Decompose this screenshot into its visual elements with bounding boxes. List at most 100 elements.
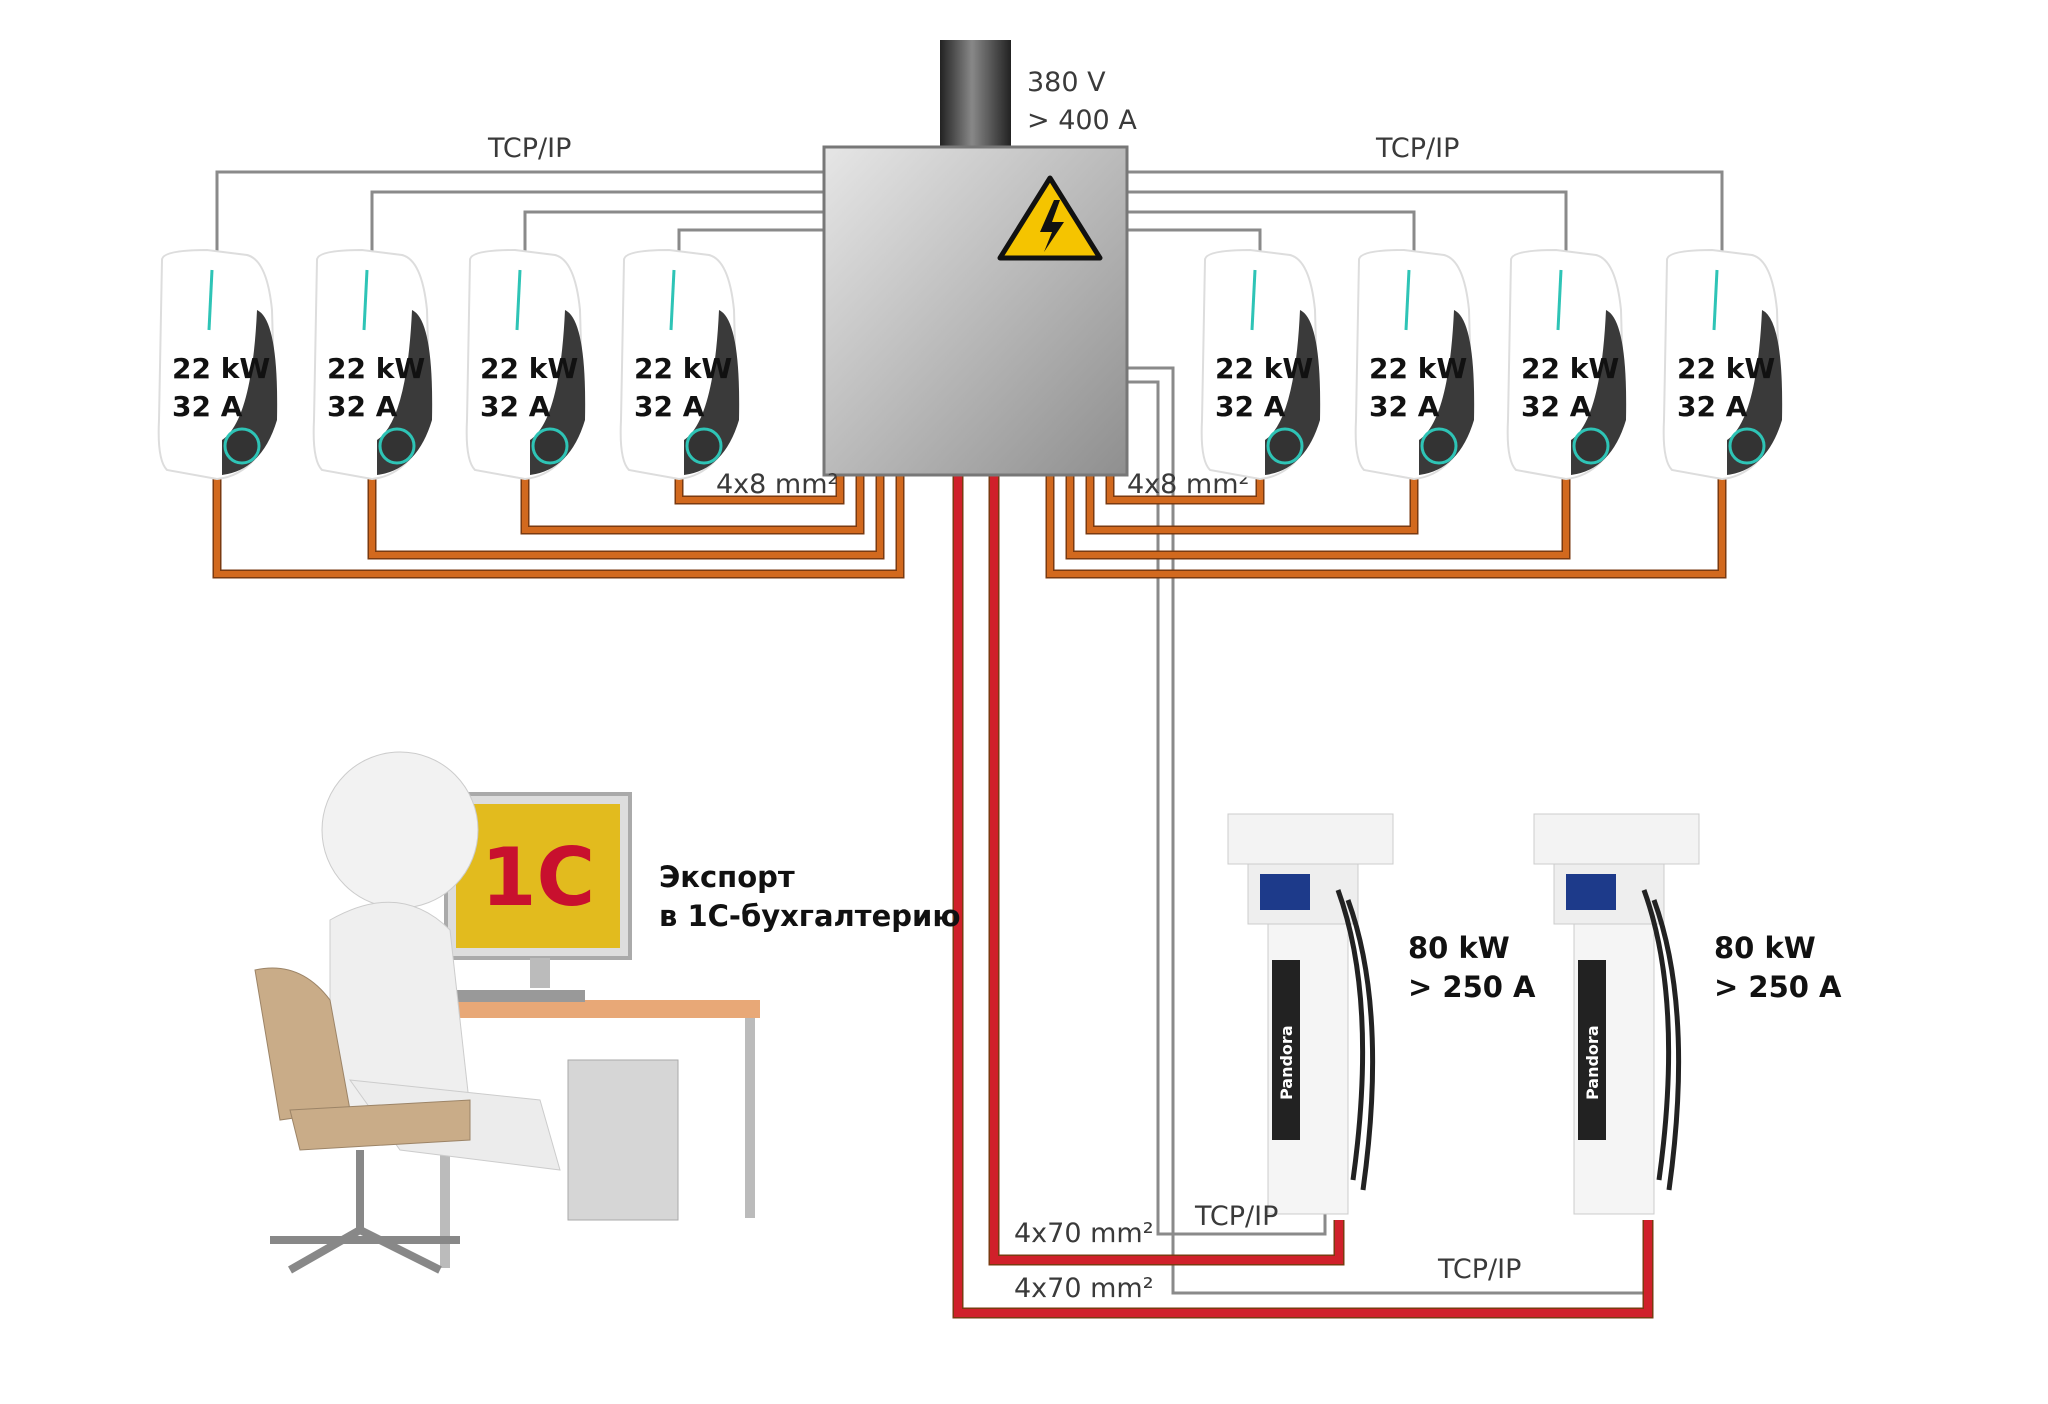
network-label-right: TCP/IP bbox=[1375, 133, 1459, 164]
ac-cable bbox=[676, 475, 843, 503]
dc-network-label-1: TCP/IP bbox=[1194, 1201, 1278, 1232]
dc-charger-current: > 250 A bbox=[1408, 970, 1536, 1004]
status-light bbox=[1404, 269, 1411, 331]
ac-charger-current: 32 A bbox=[172, 390, 243, 423]
ac-charger-power: 22 kW bbox=[634, 352, 732, 385]
status-light bbox=[515, 269, 522, 331]
ac-cable bbox=[1067, 475, 1569, 558]
network-line-dc1 bbox=[1127, 380, 1327, 1236]
supply-current: > 400 A bbox=[1027, 105, 1137, 136]
ac-wallbox-charger: 22 kW 32 A bbox=[1506, 248, 1627, 481]
charging-cable bbox=[1335, 889, 1376, 1191]
dc-cable-2 bbox=[954, 475, 1652, 1317]
charger-brand: Pandora bbox=[1583, 1025, 1602, 1100]
network-line bbox=[523, 210, 824, 255]
desk bbox=[430, 1000, 760, 1018]
ac-charger-power: 22 kW bbox=[1369, 352, 1467, 385]
chair-back bbox=[254, 967, 351, 1121]
socket-icon bbox=[685, 427, 723, 465]
ac-charger-current: 32 A bbox=[1521, 390, 1592, 423]
dc-fast-charger: Pandora 80 kW > 250 A bbox=[1533, 813, 1842, 1215]
ac-cable bbox=[214, 475, 903, 577]
socket-icon bbox=[531, 427, 569, 465]
network-line bbox=[1127, 210, 1416, 255]
ac-wallbox-charger: 22 kW 32 A bbox=[1200, 248, 1321, 481]
ac-wallbox-charger: 22 kW 32 A bbox=[312, 248, 433, 481]
status-light bbox=[1556, 269, 1563, 331]
monitor-screen bbox=[456, 804, 620, 948]
network-label-left: TCP/IP bbox=[487, 133, 571, 164]
ac-cable bbox=[1047, 475, 1725, 577]
ac-wallbox-charger: 22 kW 32 A bbox=[619, 248, 740, 481]
dc-cables bbox=[952, 475, 1654, 1319]
accountant-workstation-illustration: 1С bbox=[254, 751, 760, 1274]
status-light bbox=[1250, 269, 1257, 331]
person-body bbox=[329, 901, 471, 1121]
charger-screen bbox=[1260, 874, 1310, 910]
ac-cable-label-left: 4x8 mm² bbox=[716, 469, 838, 500]
ac-chargers: 22 kW 32 A 22 kW 32 A 22 kW 32 A 22 kW 32 A 22 k… bbox=[157, 248, 1783, 481]
network-line bbox=[677, 228, 824, 255]
network-line bbox=[370, 190, 824, 255]
ac-charger-current: 32 A bbox=[1677, 390, 1748, 423]
ac-charger-current: 32 A bbox=[1215, 390, 1286, 423]
ac-cables bbox=[212, 475, 1727, 579]
dc-charger-power: 80 kW bbox=[1408, 931, 1510, 965]
supply-voltage: 380 V bbox=[1027, 67, 1106, 98]
ac-charger-current: 32 A bbox=[480, 390, 551, 423]
socket-icon bbox=[223, 427, 261, 465]
status-light bbox=[362, 269, 369, 331]
ac-charger-power: 22 kW bbox=[327, 352, 425, 385]
socket-icon bbox=[1266, 427, 1304, 465]
supply-pipe bbox=[940, 40, 1011, 150]
high-voltage-warning-icon bbox=[997, 175, 1103, 261]
ac-charger-current: 32 A bbox=[327, 390, 398, 423]
network-line bbox=[215, 170, 824, 255]
pc-tower bbox=[567, 1059, 679, 1221]
charger-canopy bbox=[1227, 813, 1394, 865]
dc-cable-label-2: 4x70 mm² bbox=[1014, 1273, 1154, 1304]
socket-icon bbox=[1572, 427, 1610, 465]
export-label-line2: в 1С-бухгалтерию bbox=[659, 899, 961, 933]
status-light bbox=[207, 269, 214, 331]
person-head bbox=[321, 751, 479, 909]
charger-screen bbox=[1566, 874, 1616, 910]
socket-icon bbox=[1420, 427, 1458, 465]
network-line bbox=[1127, 170, 1724, 255]
keyboard bbox=[435, 990, 585, 1002]
socket-icon bbox=[378, 427, 416, 465]
network-line bbox=[1127, 190, 1568, 255]
dc-cable-label-1: 4x70 mm² bbox=[1014, 1218, 1154, 1249]
ac-cable bbox=[1107, 475, 1263, 503]
status-light bbox=[1712, 269, 1719, 331]
socket-icon bbox=[1728, 427, 1766, 465]
ac-charger-power: 22 kW bbox=[172, 352, 270, 385]
charging-cable bbox=[1641, 889, 1682, 1191]
1c-logo: 1С bbox=[481, 831, 595, 924]
ac-cable bbox=[369, 475, 883, 558]
distribution-cabinet bbox=[822, 145, 1129, 477]
ac-wallbox-charger: 22 kW 32 A bbox=[465, 248, 586, 481]
ac-charger-power: 22 kW bbox=[1677, 352, 1775, 385]
ac-charger-power: 22 kW bbox=[1521, 352, 1619, 385]
ac-wallbox-charger: 22 kW 32 A bbox=[157, 248, 278, 481]
export-label-line1: Экспорт bbox=[659, 860, 795, 894]
ac-wallbox-charger: 22 kW 32 A bbox=[1662, 248, 1783, 481]
dc-charger-current: > 250 A bbox=[1714, 970, 1842, 1004]
dc-charger-power: 80 kW bbox=[1714, 931, 1816, 965]
ac-cable bbox=[1087, 475, 1417, 533]
dc-network-label-2: TCP/IP bbox=[1437, 1254, 1521, 1285]
chair-seat bbox=[289, 1099, 471, 1151]
ac-cable bbox=[522, 475, 863, 533]
ac-charger-power: 22 kW bbox=[480, 352, 578, 385]
dc-cable-1 bbox=[990, 475, 1343, 1264]
network-line bbox=[1127, 228, 1262, 255]
charger-canopy bbox=[1533, 813, 1700, 865]
ac-charger-current: 32 A bbox=[634, 390, 705, 423]
ac-charger-power: 22 kW bbox=[1215, 352, 1313, 385]
status-light bbox=[669, 269, 676, 331]
